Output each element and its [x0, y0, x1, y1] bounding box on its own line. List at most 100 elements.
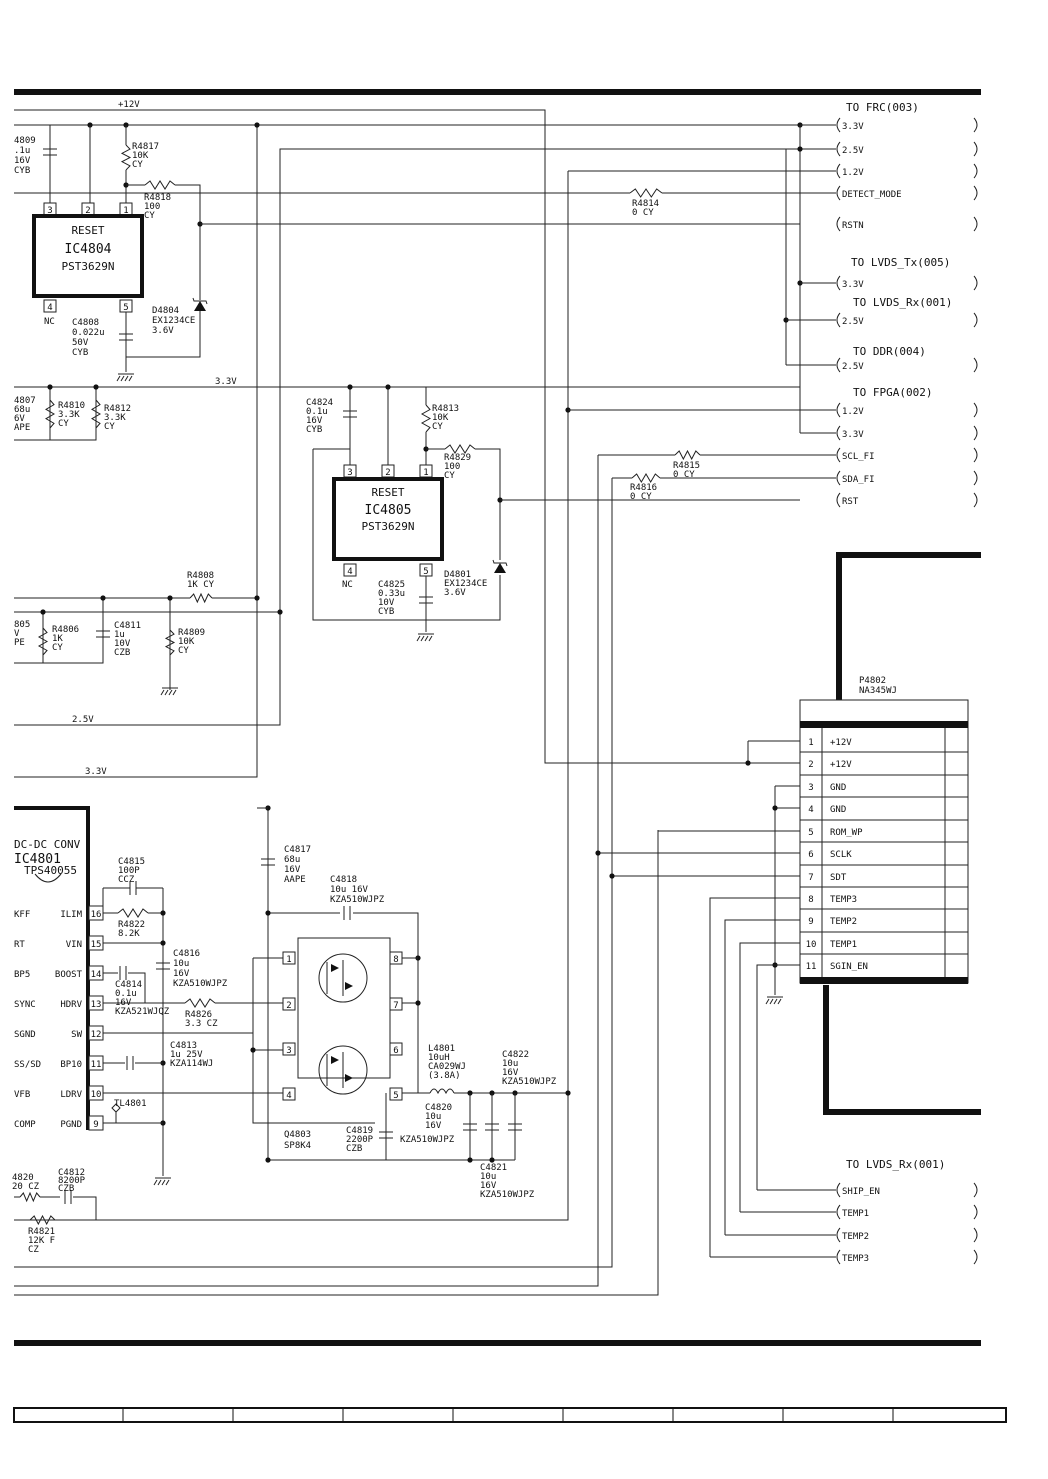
c4825-label: 10V — [378, 598, 395, 608]
ic4801-title: DC-DC CONV — [14, 838, 81, 851]
junction-dot — [385, 384, 391, 390]
zener-diode — [492, 559, 508, 567]
q4803-body — [297, 937, 391, 1079]
wiring — [14, 89, 981, 1346]
connector-mark — [973, 425, 978, 441]
wire — [709, 897, 800, 1257]
mosfet-symbol — [345, 982, 353, 990]
q4803-pin — [389, 997, 403, 1011]
junction-dot — [467, 1157, 473, 1163]
connector-mark — [973, 357, 978, 373]
ic4801-pin-number: 14 — [91, 970, 102, 980]
ic4801-pin-func: SW — [71, 1030, 82, 1040]
rail-33v-label: 3.3V — [215, 377, 237, 387]
mosfet-symbol — [345, 1074, 353, 1082]
frc-signal: RSTN — [842, 221, 864, 231]
ic4801-pin-func: BP10 — [60, 1060, 82, 1070]
wire — [14, 125, 258, 778]
p4802-pin-signal: GND — [830, 783, 846, 793]
q4803-pin-number: 8 — [393, 955, 398, 965]
r4813-label: 10K — [432, 413, 449, 423]
d4801-label: D4801 — [444, 570, 471, 580]
c4814-label: 0.1u — [115, 989, 137, 999]
r4816-label: R4816 — [630, 483, 657, 493]
junction-dot — [489, 1157, 495, 1163]
connector-mark — [836, 117, 841, 133]
ic4801-pin-box — [88, 905, 104, 921]
resistor — [444, 444, 476, 454]
p4802-pin-number: 8 — [808, 895, 813, 905]
r4818-label: CY — [144, 211, 155, 221]
p4802-pin-number: 9 — [808, 917, 813, 927]
junction-dot — [254, 595, 260, 601]
ground-symbol — [420, 635, 425, 642]
c4816-label: C4816 — [173, 949, 200, 959]
r4821-label: 12K F — [28, 1236, 55, 1246]
r4810-label: CY — [58, 419, 69, 429]
d4804-label: EX1234CE — [152, 316, 195, 326]
r4817-label: 10K — [132, 151, 149, 161]
ground-symbol — [116, 375, 121, 382]
c4824-label: CYB — [306, 425, 322, 435]
fpga-title: TO FPGA(002) — [853, 386, 932, 399]
p4802-pin-signal: +12V — [830, 738, 852, 748]
c4818-label: 10u 16V — [330, 885, 369, 895]
ic4801-pin-number: 9 — [93, 1120, 98, 1130]
r4814-label: 0 CY — [632, 208, 654, 218]
ic4801-pin-func: ILIM — [60, 910, 82, 920]
r4810-label: R4810 — [58, 401, 85, 411]
connector-mark — [973, 312, 978, 328]
ic4805-pin — [419, 563, 433, 577]
ic4801-ref: IC4801 — [14, 852, 61, 867]
c4813-label: KZA114WJ — [170, 1059, 213, 1069]
c4814-label: C4814 — [115, 980, 142, 990]
fpga-signal: SCL_FI — [842, 452, 875, 462]
r4816-label: 0 CY — [630, 492, 652, 502]
junction-dot — [745, 760, 751, 766]
r4826-label: 3.3 CZ — [185, 1019, 218, 1029]
connector-mark — [836, 163, 841, 179]
rail-12v-label: +12V — [118, 100, 140, 110]
ic4801-part: TPS40055 — [24, 864, 77, 877]
c4819-label: C4819 — [346, 1126, 373, 1136]
r4812-label: R4812 — [104, 404, 131, 414]
r4809-label: CY — [178, 646, 189, 656]
q4803-pin-number: 2 — [286, 1001, 291, 1011]
wire — [823, 985, 981, 1115]
ic4801-pin-number: 13 — [91, 1000, 102, 1010]
ic4801-pin-func: HDRV — [60, 1000, 82, 1010]
c4811-label: C4811 — [114, 621, 141, 631]
c4807-label: 6V — [14, 414, 25, 424]
ic4804-pin: 4 — [47, 303, 52, 313]
r4813-label: R4813 — [432, 404, 459, 414]
q4803-pin — [282, 1087, 296, 1101]
wire — [14, 171, 569, 1221]
connector-mark — [836, 141, 841, 157]
r4806-label: CY — [52, 643, 63, 653]
c4824-label: C4824 — [306, 398, 333, 408]
ic4801-pin-name: BP5 — [14, 970, 30, 980]
zener-diode — [192, 297, 208, 305]
junction-dot — [265, 910, 271, 916]
ic4804-body — [32, 214, 144, 298]
c4808-label: 50V — [72, 338, 89, 348]
wire — [14, 598, 104, 664]
connector-mark — [836, 492, 841, 508]
resistor — [45, 399, 55, 429]
ic4801-pin-name: VFB — [14, 1090, 30, 1100]
ic4801-pin-box — [88, 995, 104, 1011]
q4803-pin — [282, 1042, 296, 1056]
wire — [14, 148, 800, 726]
c4819-part: KZA510WJPZ — [400, 1135, 455, 1145]
q4803-label: SP8K4 — [284, 1141, 311, 1151]
c4825-label: CYB — [378, 607, 394, 617]
ic4805-body — [332, 477, 444, 561]
wire — [475, 448, 501, 560]
q4803-pin-number: 6 — [393, 1046, 398, 1056]
ground-symbol — [773, 998, 778, 1005]
junction-dot — [772, 805, 778, 811]
r4821-label: R4821 — [28, 1227, 55, 1237]
lvds-tx-title: TO LVDS_Tx(005) — [851, 256, 950, 269]
d4804-label: D4804 — [152, 306, 179, 316]
p4802-header-bar — [800, 721, 968, 728]
